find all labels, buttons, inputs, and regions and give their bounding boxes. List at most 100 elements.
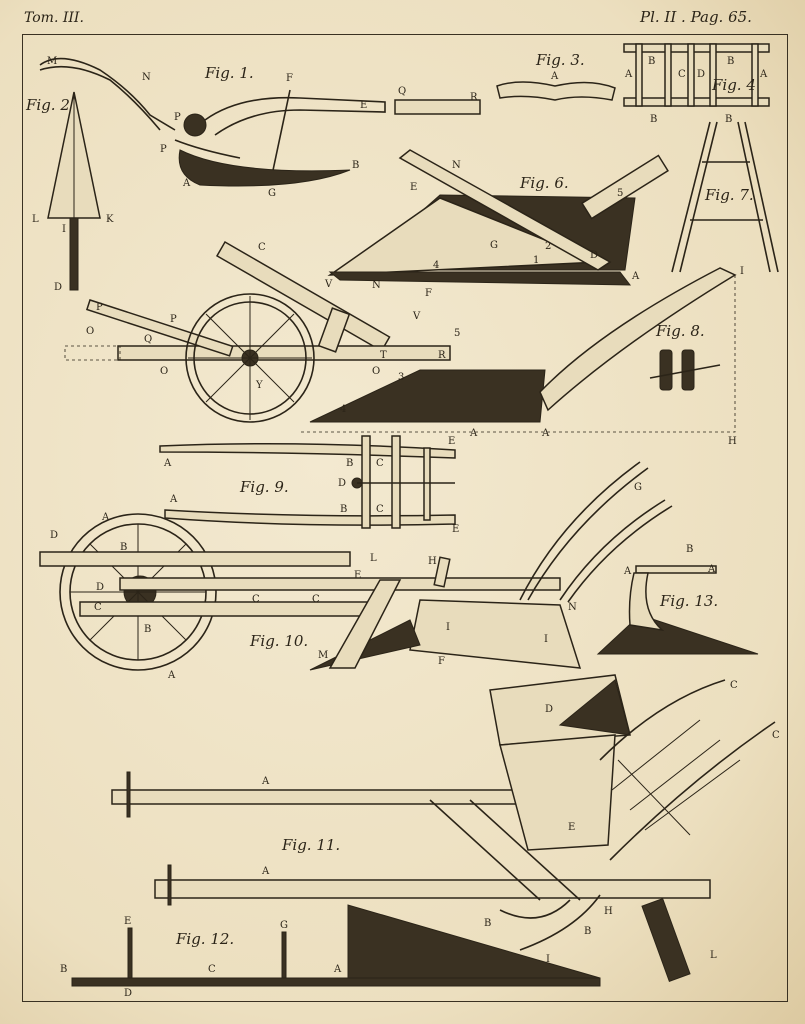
- plough-letter-h: H: [728, 436, 737, 447]
- fig1-letter-p2: P: [160, 144, 167, 155]
- fig11-letter-a: A: [261, 776, 270, 787]
- fig4-letter-c: C: [678, 69, 686, 80]
- fig11-letter-b2: B: [584, 926, 591, 937]
- fig11-seed-drill-drawing: [111, 674, 776, 982]
- fig11-letter-c2: C: [772, 730, 780, 741]
- fig6-mouldboard-drawing: [327, 149, 669, 286]
- fig11-label: Fig. 11.: [281, 836, 340, 854]
- fig6-number-5: 5: [617, 188, 623, 199]
- plough-letter-t: T: [380, 350, 387, 361]
- fig4-letter-b4: B: [725, 114, 732, 125]
- plough-letter-v: V: [324, 279, 333, 290]
- fig12-letter-g: G: [280, 920, 288, 931]
- fig11-letter-a2: A: [261, 866, 270, 877]
- fig6-letter-a: A: [631, 271, 640, 282]
- fig1-letter-g: G: [268, 188, 276, 199]
- fig6-letter-d: D: [590, 250, 598, 261]
- fig1-plough-drawing: [39, 57, 481, 187]
- fig6-letter-g: G: [490, 240, 498, 251]
- fig9-letter-b: B: [346, 458, 353, 469]
- fig4-letter-b2: B: [727, 56, 734, 67]
- fig4-letter-b3: B: [650, 114, 657, 125]
- fig2-letter-d: D: [54, 282, 62, 293]
- fig10-letter-h: H: [428, 556, 437, 567]
- fig10-letter-n: N: [568, 602, 577, 613]
- fig10-letter-i: I: [446, 622, 450, 633]
- fig11-letter-d: D: [545, 704, 553, 715]
- fig4-letter-a2: A: [759, 69, 768, 80]
- plough-letter-q: Q: [144, 334, 152, 345]
- fig4-frame-drawing: [623, 43, 770, 107]
- fig13-letter-a: A: [623, 566, 632, 577]
- fig9-letter-c: C: [376, 458, 384, 469]
- plough-letter-y: Y: [255, 380, 263, 391]
- fig1-letter-f: F: [286, 73, 293, 84]
- plough-letter-o2: O: [160, 366, 168, 377]
- fig9-letter-a2: A: [169, 494, 178, 505]
- fig7-label: Fig. 7.: [704, 186, 754, 204]
- plough-number-4: 4: [340, 404, 346, 415]
- fig1-letter-b: B: [352, 160, 359, 171]
- fig3-crossbar-drawing: [496, 81, 616, 101]
- plate-page-header: Pl. II . Pag. 65.: [640, 8, 752, 26]
- fig10-letter-l: L: [370, 553, 377, 564]
- fig8-clamps-drawing: [649, 349, 721, 391]
- fig10-label: Fig. 10.: [249, 632, 308, 650]
- fig6-number-4: 4: [433, 260, 439, 271]
- fig11-letter-c: C: [730, 680, 738, 691]
- fig12-sledge-drawing: [71, 904, 601, 987]
- fig2-label: Fig. 2: [25, 96, 70, 114]
- plate-frame: [22, 34, 788, 1002]
- fig6-number-1: 1: [533, 255, 539, 266]
- wheeled-plough-drawing: [64, 240, 737, 433]
- fig9-letter-b2: B: [340, 504, 347, 515]
- fig11-letter-l: L: [710, 950, 717, 961]
- fig11-letter-h: H: [604, 906, 613, 917]
- plough-letter-r: R: [438, 350, 446, 361]
- fig12-letter-b: B: [60, 964, 67, 975]
- fig10-letter-b2: B: [144, 624, 151, 635]
- fig4-letter-b: B: [648, 56, 655, 67]
- fig9-letter-c2: C: [376, 504, 384, 515]
- fig10-letter-d2: D: [96, 582, 104, 593]
- fig2-letter-l: L: [32, 214, 39, 225]
- fig13-letter-a2: A: [707, 564, 716, 575]
- fig10-letter-d: D: [50, 530, 58, 541]
- fig6-letter-e: E: [410, 182, 417, 193]
- plough-letter-p2: P: [170, 314, 177, 325]
- plough-letter-o: O: [86, 326, 94, 337]
- fig2-share-drawing: [47, 91, 101, 291]
- fig1-letter-m: M: [47, 56, 57, 67]
- fig12-letter-a: A: [333, 964, 342, 975]
- fig3-label: Fig. 3.: [535, 51, 585, 69]
- plough-number-3: 3: [398, 372, 404, 383]
- fig13-share-drawing: [596, 565, 759, 655]
- fig10-letter-c: C: [94, 602, 102, 613]
- fig10-letter-g: G: [634, 482, 642, 493]
- fig10-letter-f: F: [438, 656, 445, 667]
- plough-letter-o3: O: [372, 366, 380, 377]
- fig6-number-2: 2: [545, 241, 551, 252]
- plough-number-5: 5: [454, 328, 460, 339]
- fig9-letter-e: E: [448, 436, 455, 447]
- plough-letter-c: C: [258, 242, 266, 253]
- fig11-letter-e: E: [568, 822, 575, 833]
- fig12-letter-e: E: [124, 916, 131, 927]
- fig1-letter-r: R: [470, 92, 478, 103]
- fig9-label: Fig. 9.: [239, 478, 289, 496]
- fig10-letter-b: B: [120, 542, 127, 553]
- fig12-label: Fig. 12.: [175, 930, 234, 948]
- fig12-letter-c: C: [208, 964, 216, 975]
- fig1-label: Fig. 1.: [204, 64, 254, 82]
- fig9-letter-e2: E: [452, 524, 459, 535]
- fig4-label: Fig. 4: [711, 76, 756, 94]
- fig2-letter-i: I: [62, 224, 66, 235]
- fig9-letter-a: A: [163, 458, 172, 469]
- fig10-letter-e: E: [354, 570, 361, 581]
- plough-letter-p: P: [96, 302, 103, 313]
- fig11-letter-i: I: [546, 954, 550, 965]
- fig10-letter-a2: A: [167, 670, 176, 681]
- fig6-letter-n2: N: [372, 280, 381, 291]
- plough-letter-a2: A: [541, 428, 550, 439]
